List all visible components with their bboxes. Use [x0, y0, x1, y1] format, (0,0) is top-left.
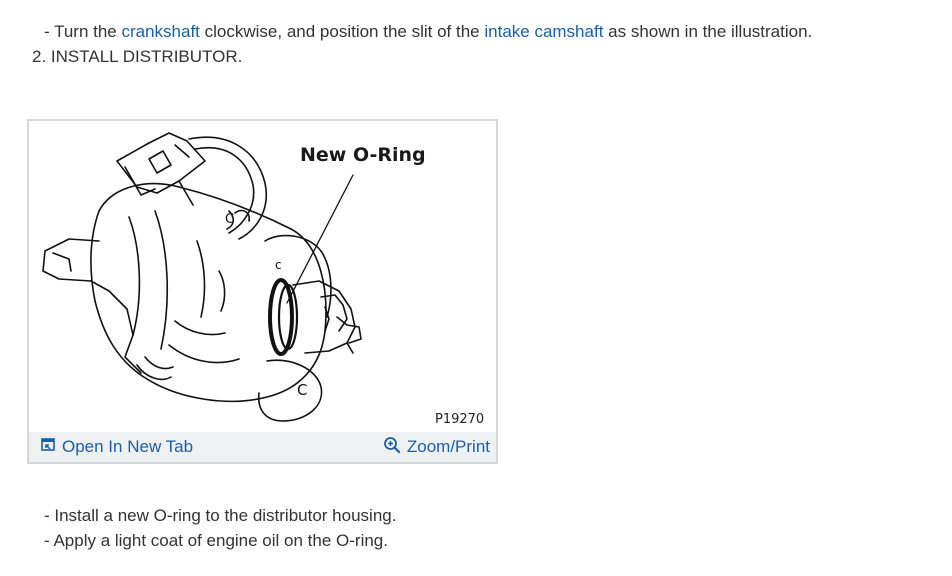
- figure-code: P19270: [435, 412, 485, 427]
- instruction-suffix: as shown in the illustration.: [603, 22, 813, 41]
- magnifier-plus-icon: [383, 436, 401, 459]
- note-install-o-ring: - Install a new O-ring to the distributo…: [44, 506, 397, 525]
- intake-camshaft-link[interactable]: intake camshaft: [484, 22, 604, 41]
- distributor-drawing: C c C: [42, 132, 362, 422]
- svg-text:c: c: [275, 258, 282, 272]
- figure-card: C c C: [27, 119, 498, 464]
- instruction-prefix: - Turn the: [44, 22, 122, 41]
- figure-toolbar: Open In New Tab Zoom/Print: [29, 432, 496, 462]
- open-in-new-tab-icon: [41, 437, 56, 457]
- crankshaft-link[interactable]: crankshaft: [121, 22, 200, 41]
- distributor-illustration[interactable]: C c C: [29, 121, 496, 432]
- open-in-new-tab-label: Open In New Tab: [62, 437, 194, 456]
- step-heading: 2. INSTALL DISTRIBUTOR.: [32, 47, 243, 66]
- new-o-ring-callout: New O-Ring: [300, 144, 426, 166]
- note-apply-oil: - Apply a light coat of engine oil on th…: [44, 531, 388, 550]
- instruction-line-turn-crankshaft: - Turn the crankshaft clockwise, and pos…: [44, 21, 812, 43]
- zoom-print-button[interactable]: Zoom/Print: [383, 436, 490, 458]
- zoom-print-label: Zoom/Print: [406, 437, 490, 456]
- open-in-new-tab-button[interactable]: Open In New Tab: [41, 436, 193, 458]
- instruction-middle: clockwise, and position the slit of the: [199, 22, 485, 41]
- svg-text:C: C: [225, 212, 234, 227]
- svg-text:C: C: [297, 381, 307, 399]
